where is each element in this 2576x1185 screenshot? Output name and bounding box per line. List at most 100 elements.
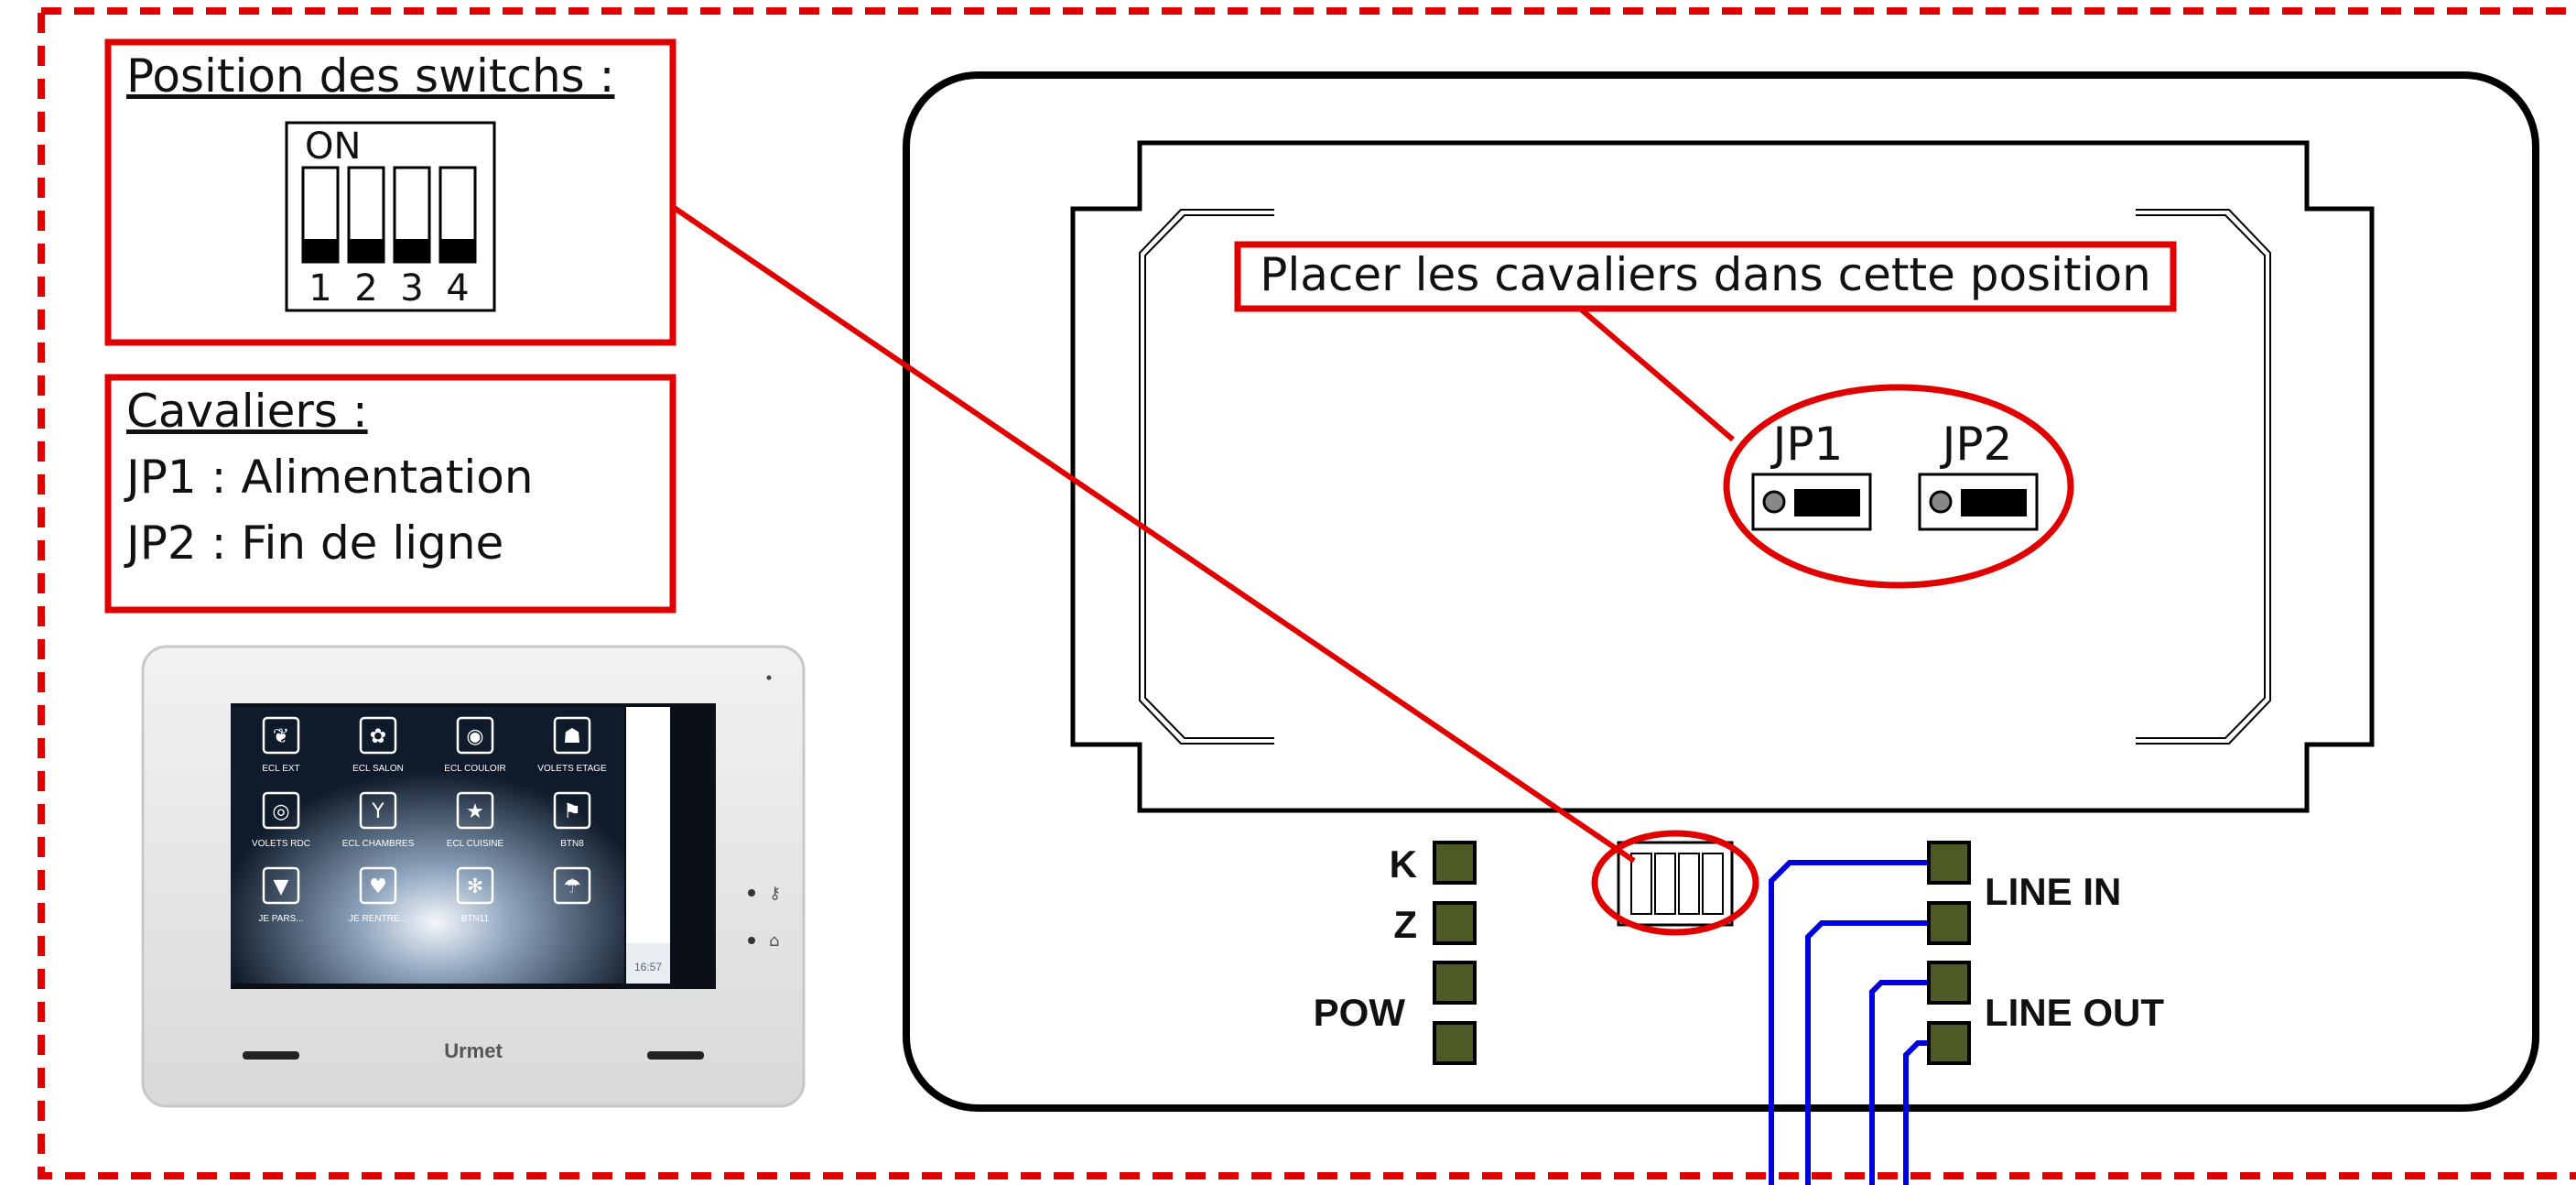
- screen-tile-frame: [456, 866, 494, 905]
- shirt-icon: ▼: [274, 875, 289, 898]
- terminal-block-left: K Z POW: [1314, 841, 1477, 1065]
- screen-tile-label: JE RENTRE...: [349, 914, 407, 924]
- screen-tile-frame: [359, 791, 397, 830]
- monitor-clock-area: [626, 943, 670, 984]
- terminal-line-in-1: [1927, 841, 1971, 885]
- screen-tile: ☗VOLETS ETAGE: [537, 716, 607, 774]
- dip-switch-number-2: 2: [354, 267, 377, 310]
- screen-tile: Y ECL CHAMBRES: [342, 791, 415, 849]
- dip-switch-number-3: 3: [400, 267, 423, 310]
- switch-position-box: Position des switchs : ON 1 2 3 4: [104, 38, 676, 346]
- monitor-clock: 16:57: [634, 961, 662, 973]
- terminal-k: [1433, 841, 1477, 885]
- dip-switch-2-lever: [349, 239, 384, 262]
- screen-tile-label: VOLETS ETAGE: [537, 764, 607, 774]
- screen-tile-label: ECL COULOIR: [444, 764, 505, 774]
- screen-tile: ★ECL CUISINE: [447, 791, 504, 849]
- terminal-label-line-out: LINE OUT: [1985, 991, 2164, 1034]
- device-dip-lever-3: [1678, 853, 1700, 915]
- wire-line-out-2: [1903, 1040, 1929, 1185]
- screen-tile: ▼ JE PARS...: [258, 866, 304, 924]
- jumper-jp2-label: JP2: [1940, 418, 2013, 471]
- switch-box-title: Position des switchs :: [126, 49, 614, 103]
- spiral-icon: ◎: [272, 800, 289, 823]
- jumper-callout-box: [1234, 241, 2177, 312]
- wire-line-in-1: [1769, 860, 1929, 1185]
- screen-tile-frame: [456, 716, 494, 755]
- screen-tile-label: BTN8: [560, 839, 584, 849]
- target-icon: ◉: [466, 725, 483, 748]
- screen-tile-label: ECL SALON: [352, 764, 404, 774]
- terminal-block-right: LINE IN LINE OUT: [1927, 841, 2164, 1065]
- screen-tile-frame: [553, 866, 591, 905]
- screen-tile-frame: [262, 791, 300, 830]
- mounting-clip-left-outer: [1139, 209, 1274, 745]
- jumper-jp1-cap: [1794, 489, 1860, 516]
- device-dip-highlight: [1591, 830, 1759, 936]
- terminal-z: [1433, 901, 1477, 945]
- jumper-legend-jp2: JP2 : Fin de ligne: [124, 516, 503, 570]
- monitor-tile-grid: ❦ECL EXT ✿ ECL SALON ◉ ECL COULOIR ☗VOLETS ET…: [252, 716, 607, 924]
- terminal-label-k: K: [1390, 843, 1417, 886]
- dip-switch-on-label: ON: [305, 125, 361, 168]
- screen-tile: ☂: [553, 866, 591, 905]
- screen-tile: ◉ ECL COULOIR: [444, 716, 506, 774]
- screen-tile-frame: [359, 716, 397, 755]
- terminal-pow-1: [1433, 961, 1477, 1005]
- terminal-pow-2: [1433, 1021, 1477, 1065]
- screen-tile-label: JE PARS...: [258, 914, 303, 924]
- screen-tile: ✻ BTN11: [456, 866, 494, 924]
- dip-switch-number-4: 4: [446, 267, 469, 310]
- jumper-jp1-pin: [1762, 490, 1786, 514]
- screen-tile-frame: [262, 866, 300, 905]
- dip-switch-number-1: 1: [308, 267, 331, 310]
- screen-tile-frame: [553, 716, 591, 755]
- terminal-line-out-2: [1927, 1021, 1971, 1065]
- wire-line-out-1: [1869, 980, 1929, 1185]
- umbrella-icon: ☂: [563, 875, 581, 898]
- jumper-box-title: Cavaliers :: [126, 385, 368, 438]
- screen-tile-frame: [553, 791, 591, 830]
- heart-icon: ♥: [369, 875, 387, 898]
- screen-tile-label: VOLETS RDC: [252, 839, 310, 849]
- screen-tile: ❦ECL EXT: [262, 716, 300, 774]
- screen-tile: ✿ ECL SALON: [352, 716, 404, 774]
- jumper-highlight: [1723, 384, 2074, 589]
- terminal-line-in-2: [1927, 901, 1971, 945]
- leaf-icon: ❦: [273, 725, 289, 748]
- dip-switch-3-lever: [395, 239, 429, 262]
- monitor-illustration: 16:57 ❦ECL EXT ✿ ECL SALON ◉ ECL COULOIR ☗VOL…: [141, 645, 806, 1108]
- monitor-side-panel: [626, 707, 670, 984]
- callout-annotations: Placer les cavaliers dans cette position: [671, 204, 2177, 936]
- terminal-label-pow: POW: [1314, 991, 1406, 1034]
- jumper-box-border: [104, 374, 676, 614]
- screen-tile-label: ECL CUISINE: [447, 839, 504, 849]
- wire-line-in-2: [1805, 920, 1929, 1185]
- flag-icon: ⚑: [563, 800, 581, 823]
- bus-wires: [1769, 860, 1929, 1185]
- device-dip-lever-2: [1654, 853, 1676, 915]
- monitor-brand-logo: Urmet: [444, 1039, 503, 1062]
- terminal-label-line-in: LINE IN: [1985, 870, 2121, 913]
- jumper-pointer-line: [1577, 305, 1735, 442]
- mounting-clip-left-inner: [1144, 214, 1274, 739]
- flower-icon: ✿: [370, 725, 386, 748]
- dip-switch-1-lever: [303, 239, 338, 262]
- key-icon: ⚷: [769, 884, 781, 903]
- mounting-clip-right-outer: [2136, 209, 2271, 745]
- jumper-jp2-cap: [1961, 489, 2027, 516]
- dip-switch-4-lever: [440, 239, 475, 262]
- home-icon: ⌂: [769, 931, 779, 951]
- screen-tile-frame: [262, 716, 300, 755]
- jumper-legend-box: Cavaliers : JP1 : Alimentation JP2 : Fin…: [104, 374, 676, 614]
- cocktail-icon: Y: [371, 800, 384, 823]
- terminal-label-z: Z: [1393, 903, 1417, 946]
- screen-tile-label: BTN11: [461, 914, 490, 924]
- mounting-clip-right-inner: [2136, 214, 2266, 739]
- screen-tile: ◎ VOLETS RDC: [252, 791, 310, 849]
- monitor-led-2: [748, 937, 755, 944]
- screen-tile-label: ECL CHAMBRES: [342, 839, 415, 849]
- snowflake-icon: ✻: [467, 875, 483, 898]
- jumper-jp1-label: JP1: [1770, 418, 1844, 471]
